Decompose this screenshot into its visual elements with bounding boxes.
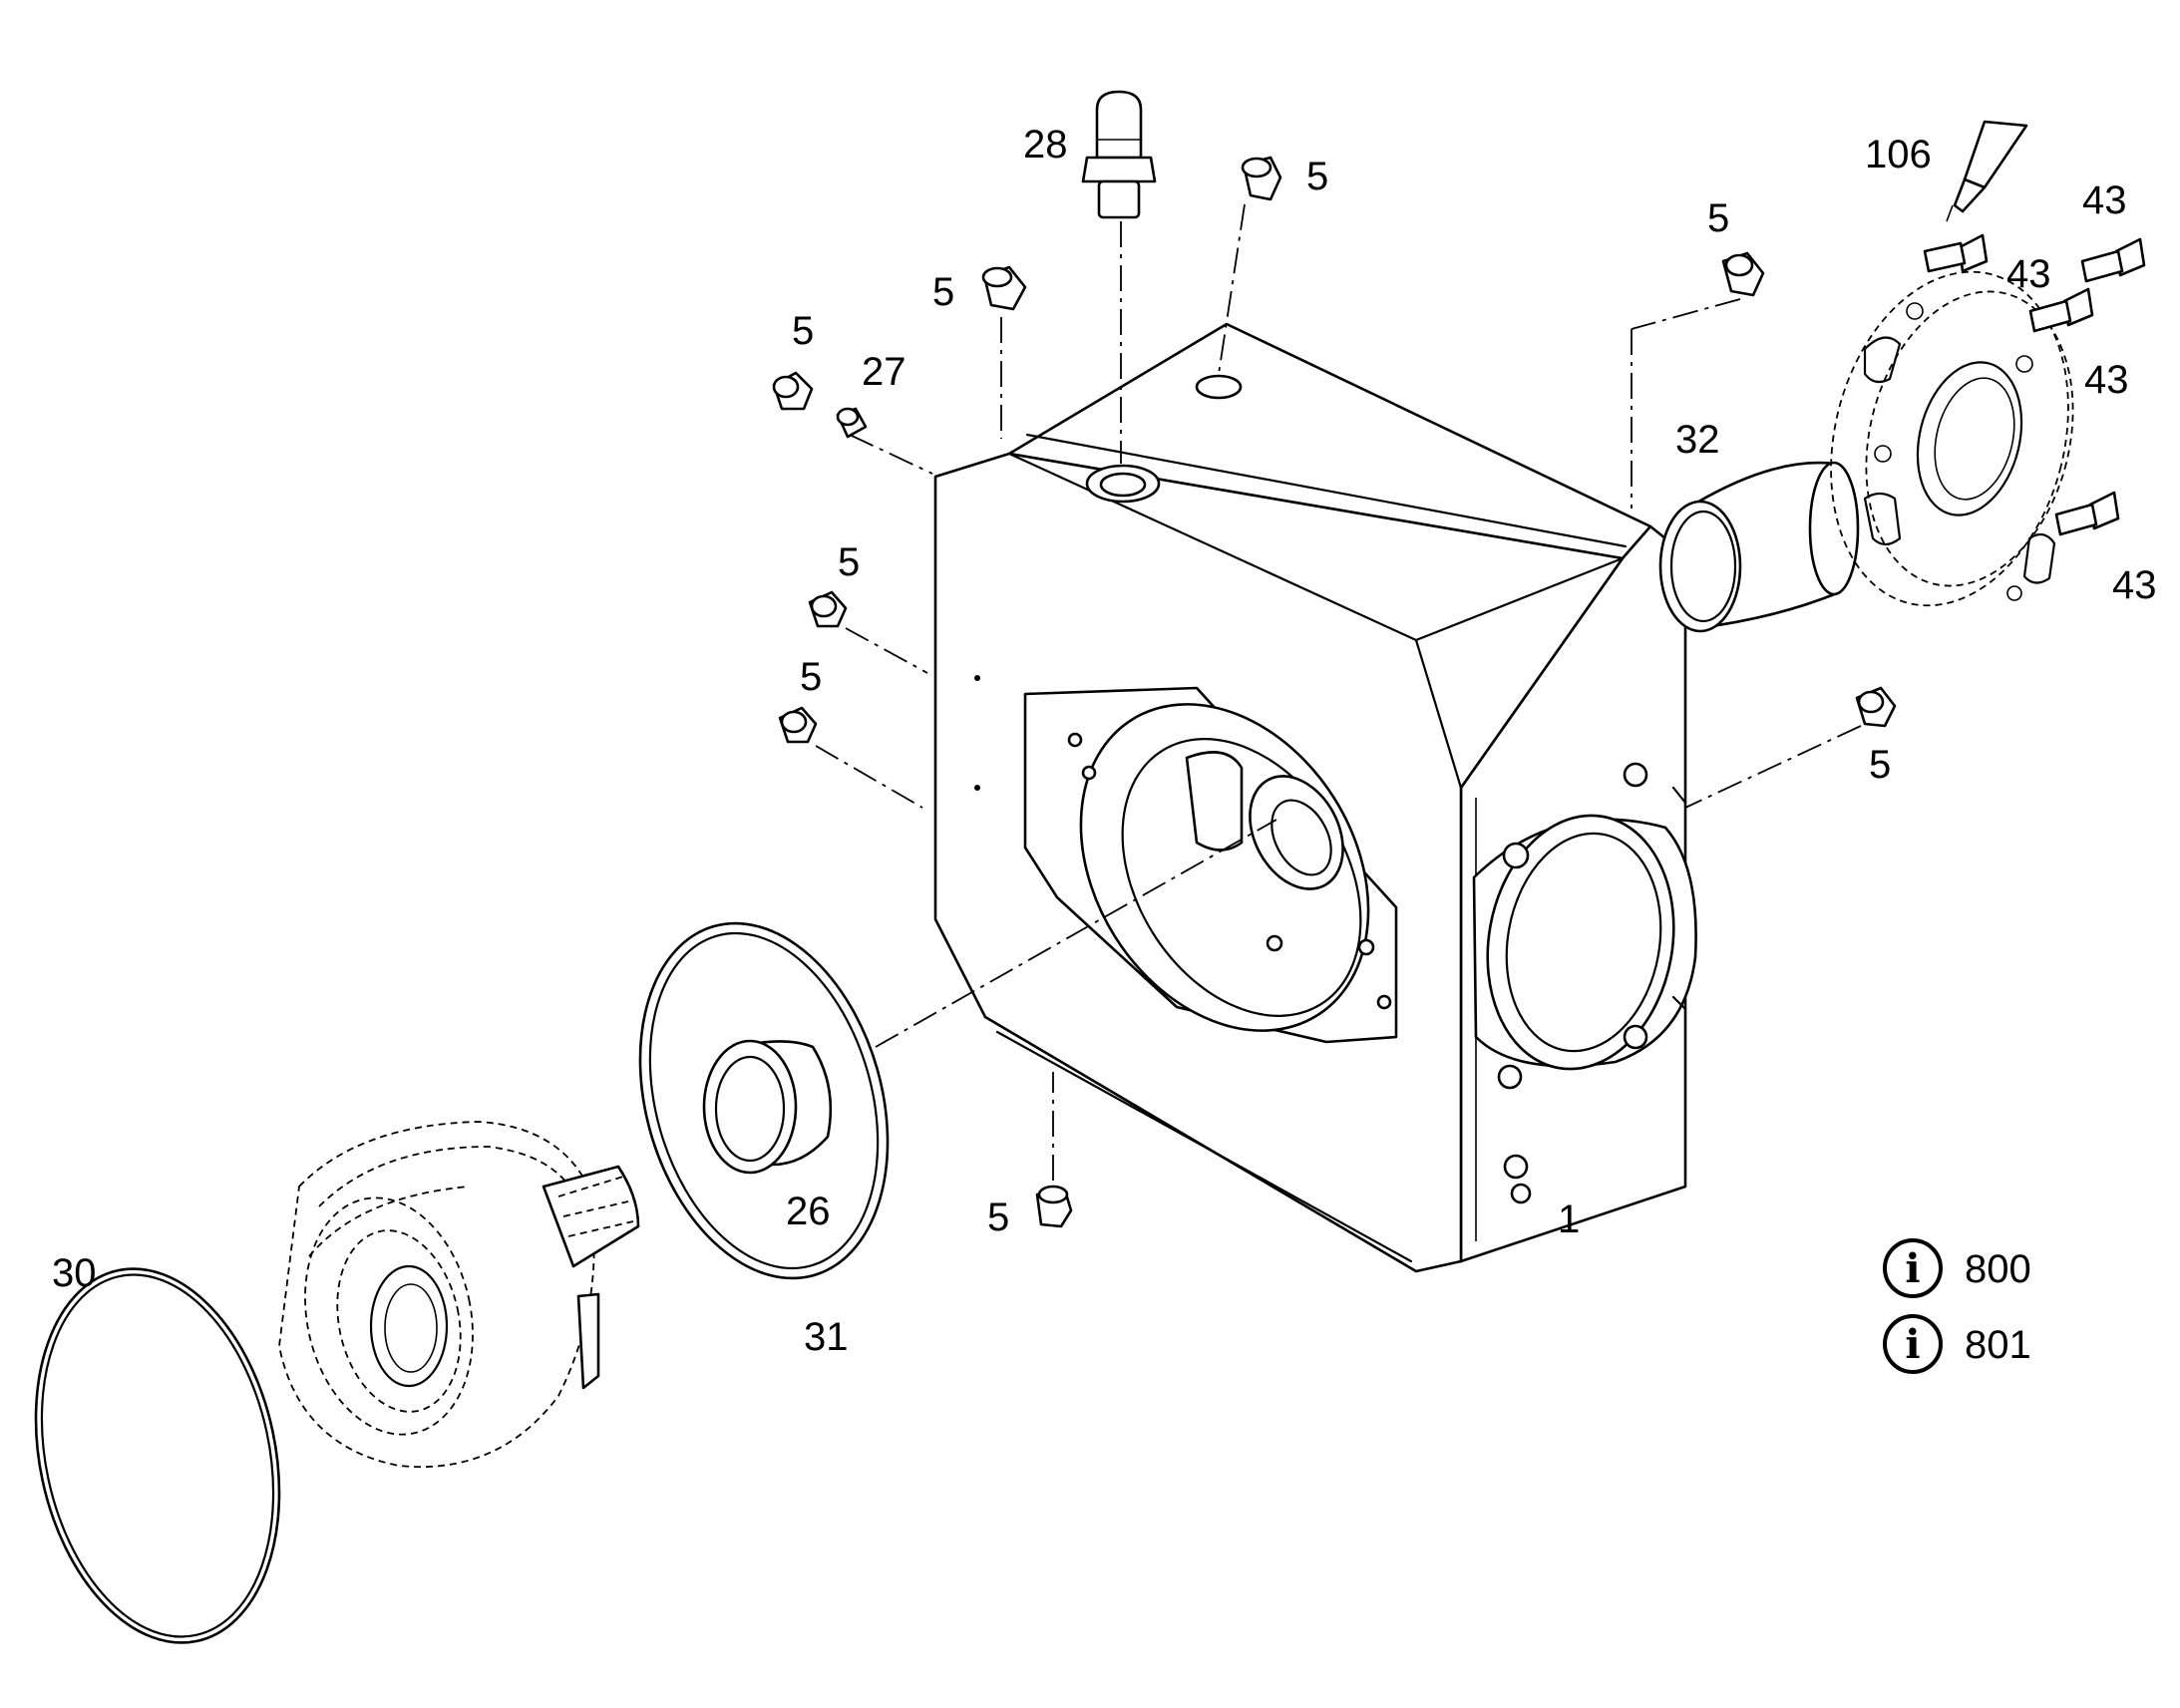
plug-top-left: [772, 371, 814, 411]
plug-bottom: [1035, 1185, 1073, 1228]
callout-27: 27: [862, 350, 907, 394]
o-ring: [34, 1267, 281, 1644]
info-reference-800[interactable]: i 800: [1883, 1238, 2031, 1298]
callout-5-left-2: 5: [800, 655, 822, 699]
plug-right-lower: [1855, 686, 1897, 728]
port-plate: [1830, 270, 2074, 607]
needle-bearing: [702, 1039, 833, 1175]
info-reference-801[interactable]: i 801: [1883, 1314, 2031, 1374]
callout-43-middle: 43: [2084, 358, 2129, 402]
plug-top: [1241, 156, 1282, 201]
callout-5-top-left: 5: [792, 309, 814, 353]
info-icon: i: [1883, 1238, 1943, 1298]
info-label-800: 800: [1965, 1247, 2031, 1291]
screw-2: [2080, 237, 2146, 283]
callout-5-top: 5: [1306, 155, 1328, 198]
callout-5-left-1: 5: [838, 540, 860, 584]
center-lines: [815, 203, 1862, 1181]
callout-31: 31: [804, 1315, 849, 1359]
bushing: [1658, 461, 1860, 633]
screw-4: [2054, 491, 2120, 536]
callout-5-top-mid: 5: [932, 270, 954, 314]
callout-5-right-upper: 5: [1707, 196, 1729, 240]
callout-labels: 1 5 5 5 5 5 5 5 5 26 27 28 30 31 32 43 4…: [52, 123, 2157, 1359]
callout-5-right-lower: 5: [1869, 743, 1891, 787]
plug-left-2: [778, 706, 818, 744]
valve: [1081, 90, 1157, 219]
tube: [1946, 120, 2028, 222]
nozzle: [836, 407, 868, 439]
callout-28: 28: [1023, 123, 1068, 167]
callout-26: 26: [786, 1190, 831, 1233]
screw-3: [2028, 287, 2094, 333]
callout-1: 1: [1558, 1197, 1580, 1241]
housing: [933, 322, 1697, 1273]
info-icon: i: [1883, 1314, 1943, 1374]
svg-text:i: i: [1905, 1321, 1920, 1368]
info-label-801: 801: [1965, 1323, 2031, 1367]
callout-43-top-right: 43: [2082, 178, 2127, 222]
callout-30: 30: [52, 1251, 97, 1295]
svg-text:i: i: [1905, 1245, 1920, 1292]
screw-1: [1923, 233, 1989, 273]
callout-43-upper: 43: [2006, 252, 2051, 296]
callout-32: 32: [1675, 418, 1720, 462]
plug-right-upper: [1721, 251, 1765, 297]
plug-left-1: [808, 590, 848, 628]
callout-5-bottom: 5: [987, 1196, 1009, 1239]
drive-assembly: [278, 1121, 640, 1468]
plug-top-mid: [981, 265, 1027, 311]
callout-43-lower: 43: [2112, 563, 2157, 607]
callout-106: 106: [1865, 133, 1932, 176]
